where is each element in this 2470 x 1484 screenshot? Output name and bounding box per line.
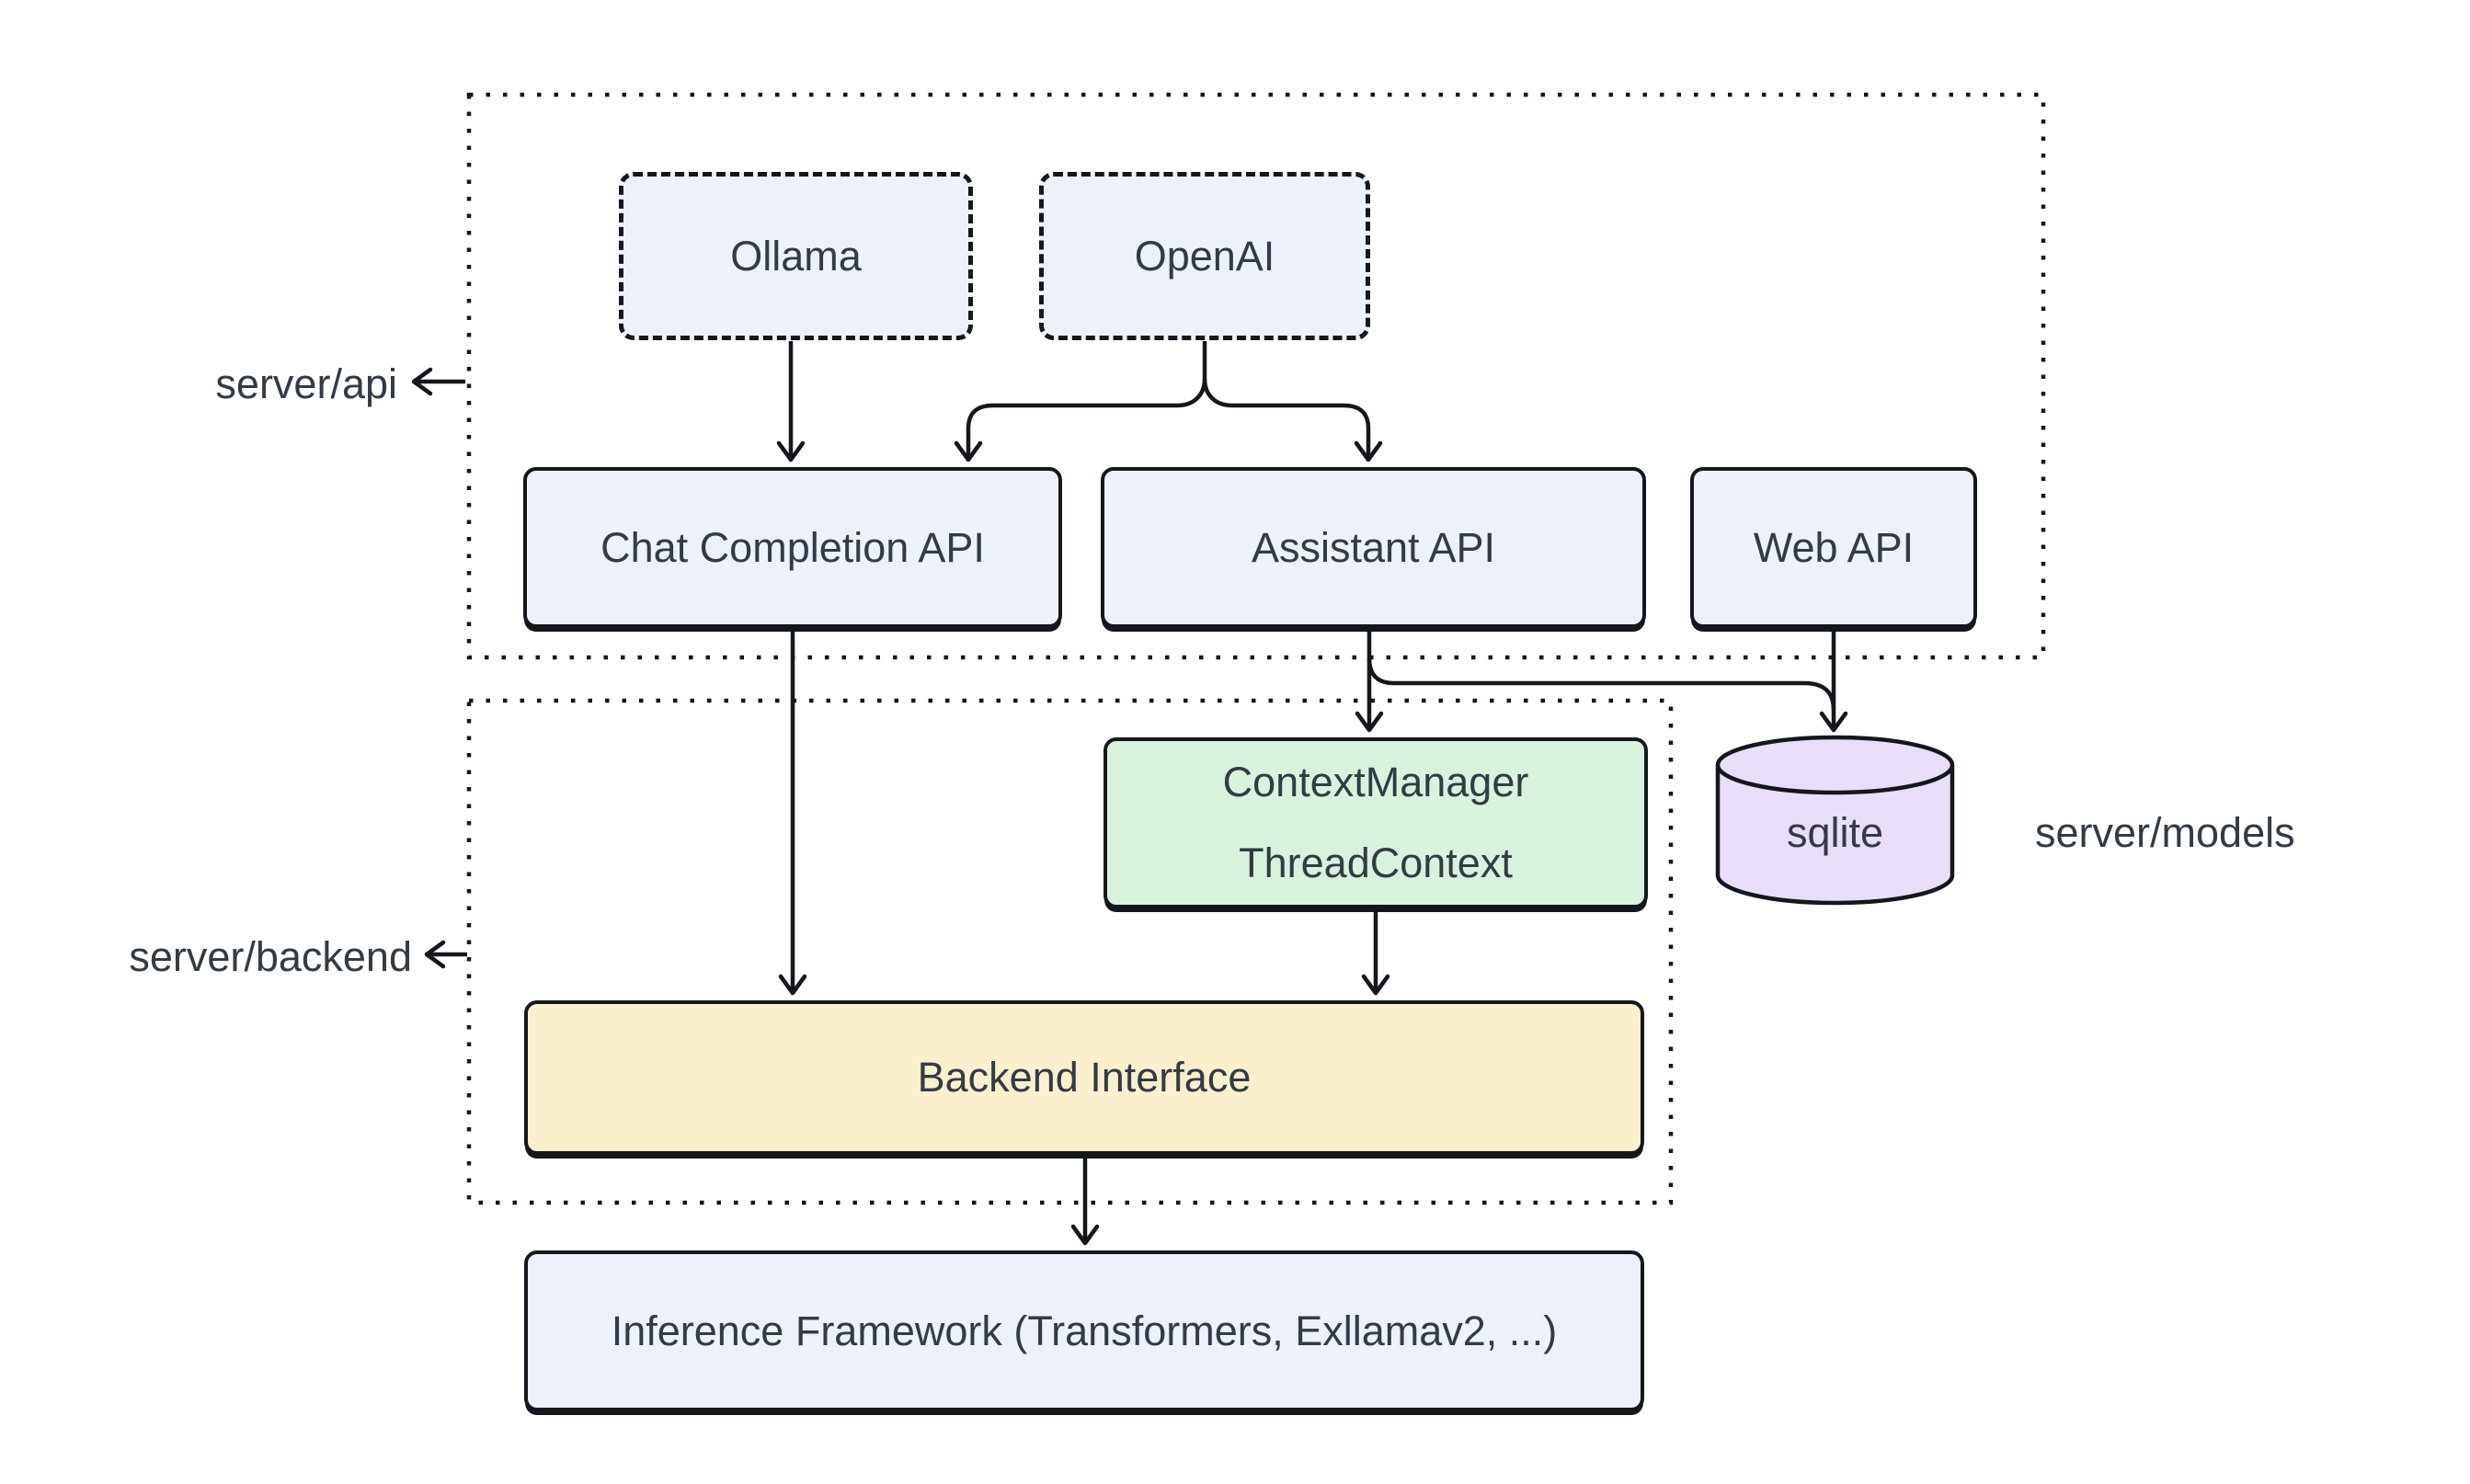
- node-ollama: Ollama: [619, 172, 973, 340]
- node-web-api-label: Web API: [1753, 523, 1915, 571]
- node-backend-interface-label: Backend Interface: [917, 1054, 1252, 1102]
- label-server-backend: server/backend: [129, 933, 412, 980]
- node-web-api: Web API: [1690, 467, 1977, 628]
- node-backend-interface: Backend Interface: [524, 1000, 1644, 1155]
- label-server-models: server/models: [2035, 809, 2295, 856]
- node-inference-framework-label: Inference Framework (Transformers, Exlla…: [611, 1307, 1558, 1354]
- node-openai-label: OpenAI: [1134, 232, 1275, 280]
- sqlite-label-text: sqlite: [1786, 809, 1884, 856]
- node-assistant-api-label: Assistant API: [1251, 523, 1496, 571]
- node-ollama-label: Ollama: [730, 232, 862, 280]
- label-server-api: server/api: [215, 360, 397, 407]
- node-context-manager-label-line2: ThreadContext: [1239, 839, 1513, 886]
- node-inference-framework: Inference Framework (Transformers, Exlla…: [524, 1250, 1644, 1411]
- node-context-manager-label-line1: ContextManager: [1222, 759, 1529, 806]
- node-sqlite-label: sqlite: [1718, 809, 1952, 857]
- sqlite-cylinder-top: [1715, 735, 1955, 795]
- node-chat-completion-api: Chat Completion API: [523, 467, 1062, 628]
- sqlite-cylinder-body: [1715, 765, 1955, 906]
- node-openai: OpenAI: [1039, 172, 1370, 340]
- sqlite-cylinder: [1715, 735, 1955, 906]
- node-assistant-api: Assistant API: [1101, 467, 1646, 628]
- node-context-manager: ContextManager ThreadContext: [1103, 737, 1648, 908]
- node-chat-completion-api-label: Chat Completion API: [600, 523, 985, 571]
- server-api-container: [466, 92, 2046, 660]
